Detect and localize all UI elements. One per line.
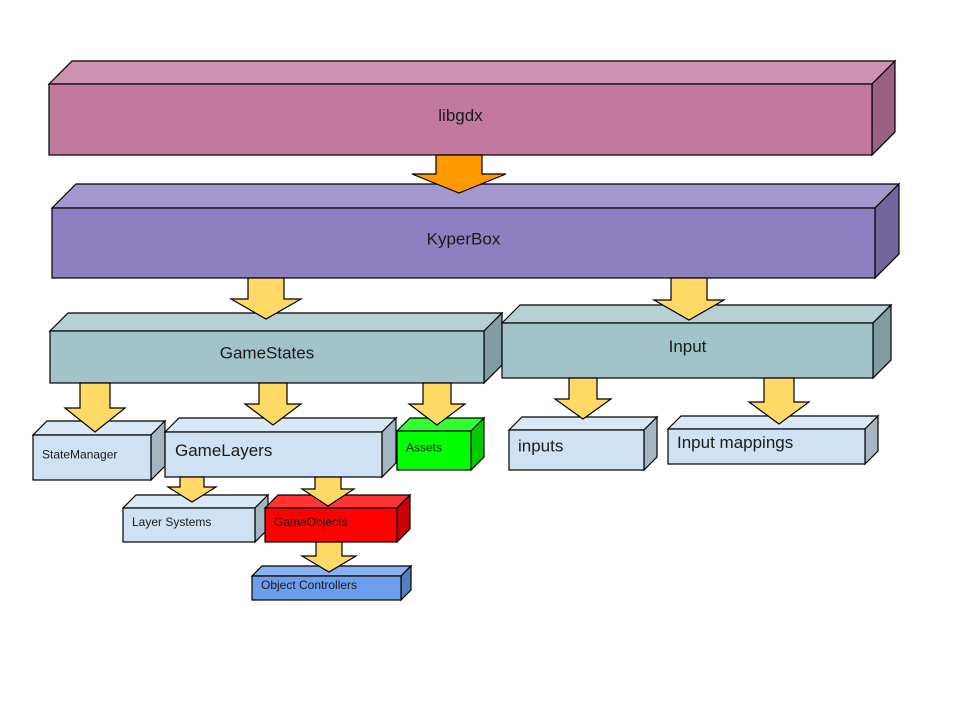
block-front-face bbox=[667, 428, 866, 465]
arrow-libgdx-to-kyperbox bbox=[411, 154, 507, 194]
block-label-gamestates: GameStates bbox=[220, 344, 315, 363]
arrow-gamestates-to-assets bbox=[407, 382, 467, 426]
arrow-gamelayers-to-gameobjects bbox=[299, 476, 357, 507]
block-layersystems: Layer Systems bbox=[121, 493, 270, 544]
block-front-face bbox=[51, 207, 876, 279]
arrow-input-to-inputs bbox=[553, 377, 613, 420]
block-gameobjects: GameObjects bbox=[263, 493, 412, 544]
block-front-face bbox=[48, 83, 873, 156]
block-assets: Assets bbox=[395, 416, 486, 472]
block-top-face bbox=[48, 312, 504, 332]
block-inputmappings: Input mappings bbox=[666, 414, 880, 466]
block-label-inputs: inputs bbox=[518, 437, 563, 456]
block-front-face bbox=[164, 431, 383, 478]
block-label-input: Input bbox=[669, 337, 707, 356]
block-front-face bbox=[122, 507, 256, 543]
block-top-face bbox=[47, 60, 897, 85]
arrow-input-to-inputmappings bbox=[747, 377, 811, 425]
block-front-face bbox=[32, 434, 152, 481]
block-gamelayers: GameLayers bbox=[163, 416, 398, 479]
block-label-libgdx: libgdx bbox=[438, 106, 483, 125]
block-inputs: inputs bbox=[507, 415, 659, 472]
arrow-gamestates-to-statemanager bbox=[63, 382, 127, 433]
block-kyperbox: KyperBox bbox=[50, 182, 901, 280]
block-label-objectcontrollers: Object Controllers bbox=[261, 578, 357, 592]
block-top-face bbox=[50, 183, 901, 209]
block-label-layersystems: Layer Systems bbox=[132, 515, 211, 529]
block-front-face bbox=[49, 330, 485, 384]
block-front-face bbox=[508, 429, 645, 471]
arrow-kyperbox-to-input bbox=[651, 277, 727, 321]
arrows-over-layer bbox=[63, 154, 811, 573]
block-label-gamelayers: GameLayers bbox=[175, 441, 272, 460]
arrow-kyperbox-to-gamestates bbox=[228, 277, 304, 320]
block-label-kyperbox: KyperBox bbox=[427, 230, 501, 249]
arrow-gamestates-to-gamelayers bbox=[243, 382, 303, 426]
block-front-face bbox=[501, 322, 874, 379]
block-front-face bbox=[396, 430, 472, 471]
arrow-gameobjects-to-objectcontrollers bbox=[299, 541, 359, 573]
block-label-gameobjects: GameObjects bbox=[274, 515, 347, 529]
block-input: Input bbox=[500, 303, 893, 380]
block-front-face bbox=[251, 575, 402, 601]
arrow-gamelayers-to-layersystems bbox=[165, 476, 219, 503]
block-gamestates: GameStates bbox=[48, 311, 504, 385]
block-libgdx: libgdx bbox=[47, 59, 897, 157]
block-label-inputmappings: Input mappings bbox=[677, 433, 793, 452]
block-label-statemanager: StateManager bbox=[42, 448, 117, 462]
block-label-assets: Assets bbox=[406, 441, 442, 455]
block-front-face bbox=[264, 507, 398, 543]
block-statemanager: StateManager bbox=[31, 419, 167, 482]
